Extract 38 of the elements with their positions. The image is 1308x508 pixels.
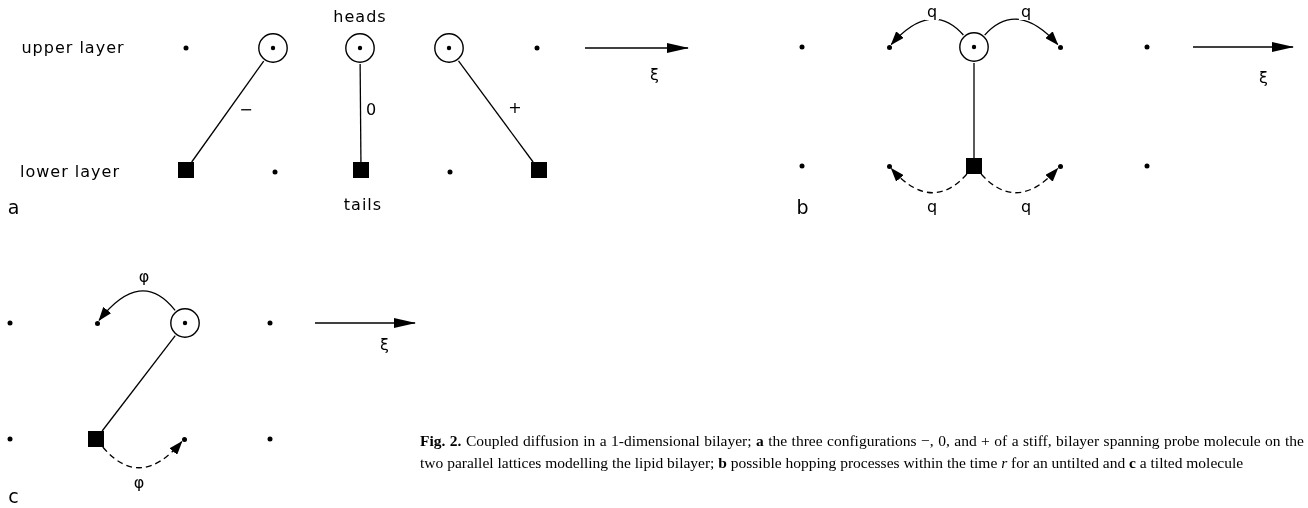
tail-square [353,162,369,178]
lattice-point [886,163,892,169]
lattice-point [181,436,187,442]
hopping-arrow [984,18,1059,46]
head-circle [959,32,989,62]
head-circle [170,308,200,338]
figure-caption: Fig. 2. Coupled diffusion in a 1-dimensional bilayer; a the three configurations −, 0, and + of a stiff, bilayer spanning probe molecule on the two parallel lattices modelling the lipid bilayer; b possible hopping processes within the time r for an untilted and c a tilted molecule [420,431,1304,473]
layer-label: upper layer [21,40,125,56]
hopping-arrow [890,167,968,194]
hopping-arrow [890,18,965,46]
panel-letter: b [796,197,810,217]
head-circle [345,33,375,63]
panel-letter: a [7,197,21,217]
stem-line [973,62,975,159]
panel-letter: c [8,486,20,506]
tail-square [966,158,982,174]
layer-label: heads [333,9,387,25]
hopping-arrow [980,167,1059,194]
axis-symbol: ξ [1259,70,1269,86]
tail-square [178,162,194,178]
hopping-arrow [98,290,176,321]
stem-line [191,60,265,163]
lattice-point [1057,44,1063,50]
stem-line [457,60,534,163]
lattice-point [886,44,892,50]
axis-symbol: ξ [650,67,660,83]
axis-symbol: ξ [380,337,390,353]
head-circle [434,33,464,63]
tail-square [531,162,547,178]
lattice-point [1057,163,1063,169]
head-circle [258,33,288,63]
tail-square [88,431,104,447]
layer-label: tails [343,197,383,213]
layer-label: lower layer [20,164,120,180]
stem-line [101,335,176,432]
stem-line [359,63,362,163]
lattice-point [94,320,100,326]
hopping-arrow [102,440,183,469]
